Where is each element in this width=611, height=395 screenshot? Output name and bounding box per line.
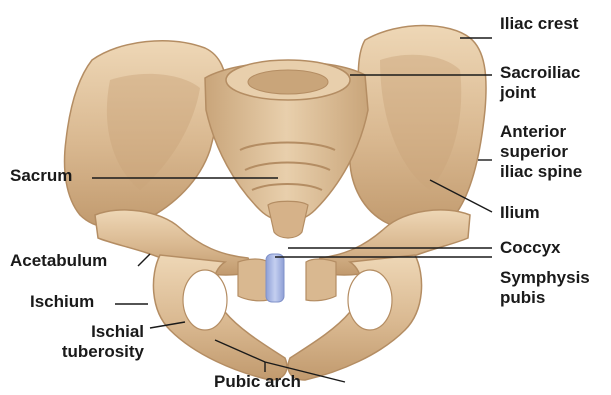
label-ischium: Ischium	[30, 292, 94, 312]
symphysis-pubis-cartilage	[266, 254, 284, 302]
label-pubic-arch: Pubic arch	[214, 372, 301, 392]
left-obturator-foramen	[183, 270, 227, 330]
label-sacrum: Sacrum	[10, 166, 90, 186]
label-coccyx: Coccyx	[500, 238, 560, 258]
label-sacroiliac-joint: Sacroiliac joint	[500, 63, 580, 103]
label-anterior-superior-iliac-spine: Anterior superior iliac spine	[500, 122, 582, 182]
coccyx	[268, 201, 308, 238]
leader-acetabulum	[138, 254, 150, 266]
label-acetabulum: Acetabulum	[10, 251, 107, 271]
label-iliac-crest: Iliac crest	[500, 14, 578, 34]
label-ilium: Ilium	[500, 203, 540, 223]
label-ischial-tuberosity: Ischial tuberosity	[40, 322, 144, 362]
label-symphysis-pubis: Symphysis pubis	[500, 268, 590, 308]
right-obturator-foramen	[348, 270, 392, 330]
